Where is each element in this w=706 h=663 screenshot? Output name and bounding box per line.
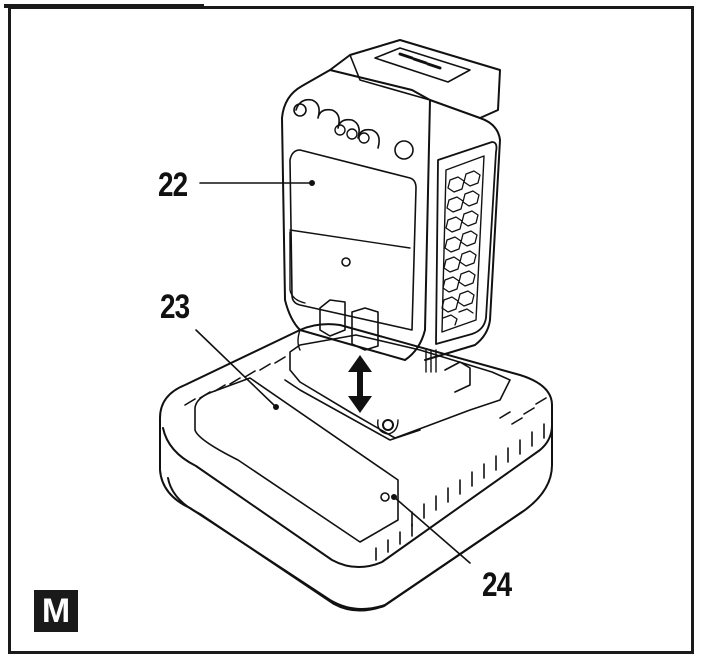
- leader-dot-24: [391, 494, 397, 500]
- leader-dots: [273, 180, 397, 500]
- callout-23: 23: [160, 288, 190, 326]
- leader-line-23: [195, 329, 277, 408]
- insert-remove-arrow: [348, 355, 372, 413]
- battery-terminals: [425, 349, 437, 373]
- leader-line-24: [393, 496, 471, 564]
- leader-dot-22: [309, 180, 315, 186]
- callout-24: 24: [482, 566, 512, 604]
- leader-dot-23: [273, 404, 279, 410]
- leader-lines: [195, 182, 471, 564]
- callout-22: 22: [158, 166, 188, 204]
- battery-side-grip-pattern: [441, 170, 481, 326]
- base-vent-slots-back: [184, 356, 286, 406]
- charger-base: [159, 323, 553, 612]
- base-vent-slots-front: [375, 397, 547, 561]
- battery-pack: [281, 39, 501, 361]
- frame-border: [8, 6, 694, 654]
- panel-letter-badge: M: [34, 590, 78, 632]
